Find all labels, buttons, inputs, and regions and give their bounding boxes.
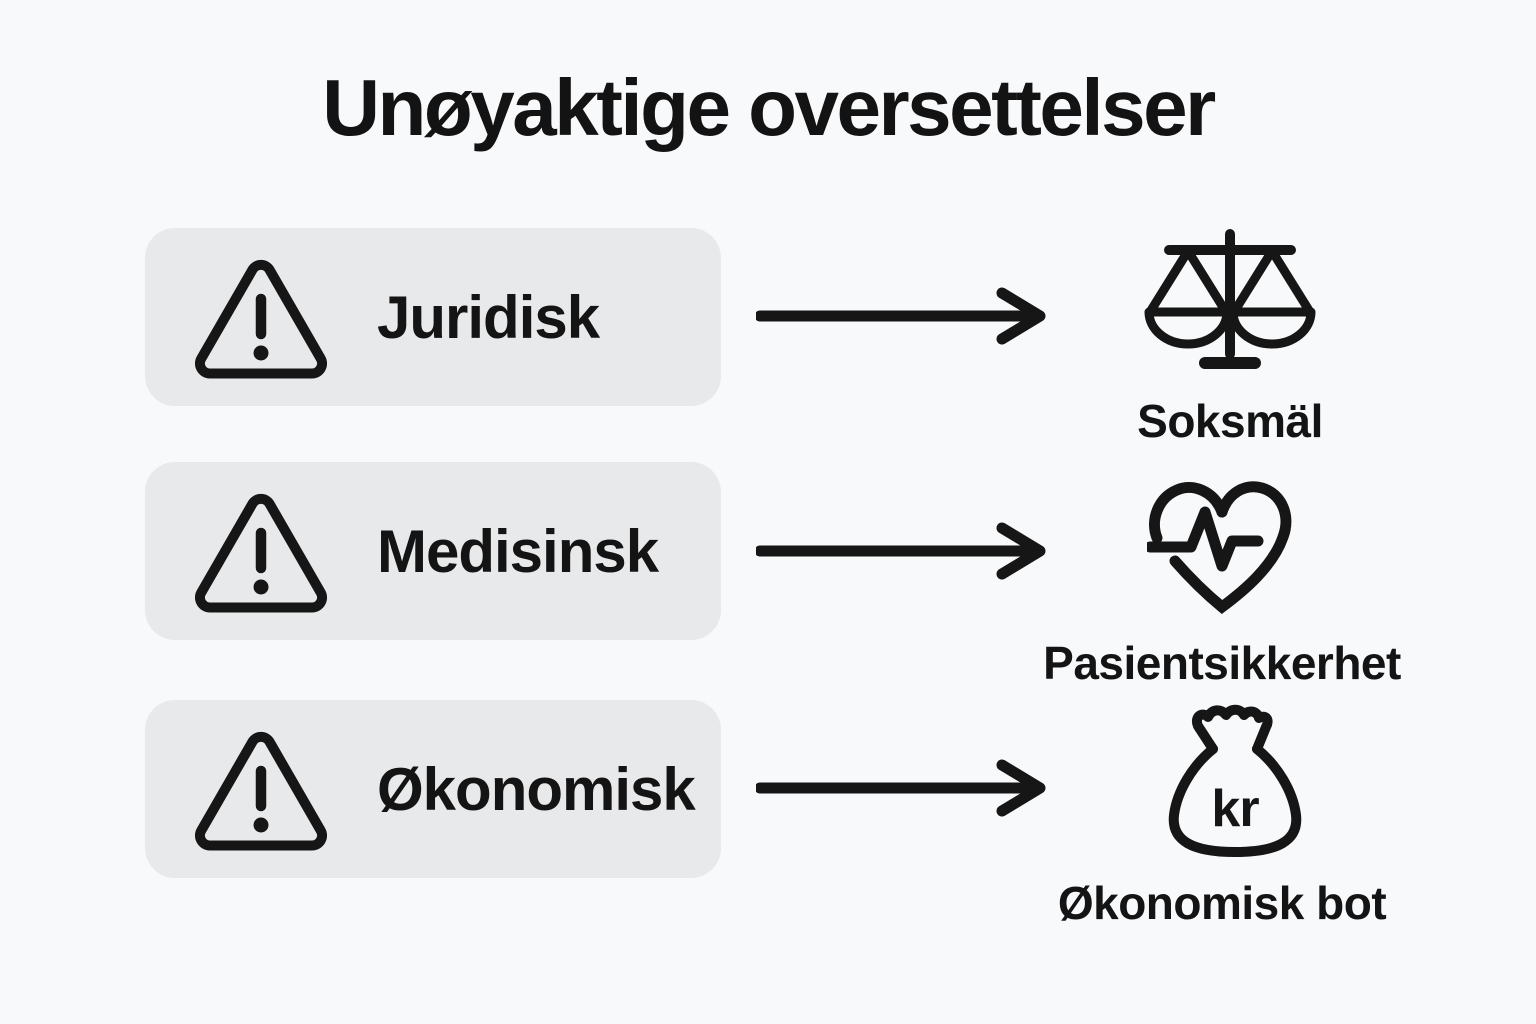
warning-triangle-icon bbox=[195, 493, 327, 613]
category-card-medisinsk: Medisinsk bbox=[145, 462, 721, 640]
warning-triangle-icon bbox=[195, 731, 327, 851]
arrow-right-icon bbox=[756, 287, 1046, 345]
category-label: Medisinsk bbox=[377, 517, 659, 585]
category-card-juridisk: Juridisk bbox=[145, 228, 721, 406]
scales-icon bbox=[1144, 229, 1316, 369]
result-label: Pasientsikkerhet bbox=[1043, 637, 1401, 689]
category-card-okonomisk: Økonomisk bbox=[145, 700, 721, 878]
arrow-right-icon bbox=[756, 759, 1046, 817]
category-label: Juridisk bbox=[377, 283, 600, 351]
result-juridisk: Soksmäl bbox=[1075, 226, 1385, 448]
result-medisinsk: Pasientsikkerhet bbox=[1012, 474, 1432, 690]
result-label: Soksmäl bbox=[1137, 395, 1323, 447]
heart-pulse-icon bbox=[1147, 481, 1292, 614]
money-bag-icon: kr bbox=[1168, 704, 1302, 858]
warning-triangle-icon bbox=[195, 259, 327, 379]
result-okonomisk: kr Økonomisk bot bbox=[1032, 702, 1412, 930]
page-title: Unøyaktige oversettelser bbox=[322, 63, 1216, 152]
result-label: Økonomisk bot bbox=[1057, 877, 1387, 929]
currency-label: kr bbox=[1211, 780, 1259, 838]
category-label: Økonomisk bbox=[377, 755, 696, 823]
arrow-right-icon bbox=[756, 522, 1046, 580]
